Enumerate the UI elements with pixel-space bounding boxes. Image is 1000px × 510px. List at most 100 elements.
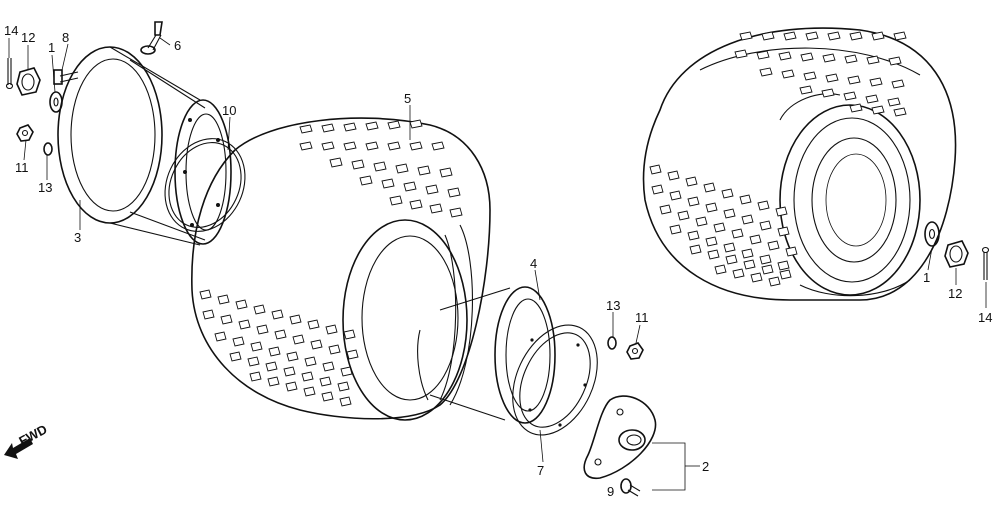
fwd-label: FWD <box>16 422 49 449</box>
tread-block <box>346 349 359 360</box>
valve-stem-6 <box>140 21 163 55</box>
tread-block <box>723 208 736 219</box>
tread-block <box>725 254 738 265</box>
tread-block <box>395 163 409 174</box>
tread-block <box>866 55 880 65</box>
tread-block <box>761 31 775 41</box>
tread-block <box>893 107 907 117</box>
castle-nut-left <box>16 67 41 96</box>
wheel-rim-outer <box>57 46 232 246</box>
tread-block <box>387 120 401 130</box>
tread-block <box>779 269 792 280</box>
tread-block <box>689 244 702 255</box>
tread-block <box>723 242 736 253</box>
tread-block <box>250 341 263 352</box>
tread-block <box>799 85 813 95</box>
cotter-pin-left <box>5 58 14 90</box>
tread-block <box>214 331 227 342</box>
tread-block <box>705 236 718 247</box>
washer-13-mid <box>607 336 617 350</box>
tread-block <box>343 329 356 340</box>
tread-block <box>667 170 680 181</box>
nut-11-left <box>16 124 34 142</box>
tread-block <box>319 376 332 387</box>
washer-13-left <box>43 142 53 156</box>
tread-block <box>805 31 819 41</box>
tread-block <box>844 54 858 64</box>
tread-block <box>741 214 754 225</box>
label-13-mid: 13 <box>606 298 620 313</box>
tread-block <box>403 181 417 192</box>
center-tire <box>191 117 491 421</box>
tread-block <box>732 268 745 279</box>
tread-block <box>767 240 780 251</box>
tread-block <box>849 31 863 41</box>
tread-block <box>409 199 423 210</box>
tread-block <box>750 272 763 283</box>
tread-block <box>253 304 266 315</box>
tread-block <box>220 314 233 325</box>
tread-block <box>687 196 700 207</box>
tread-block <box>425 184 439 195</box>
hub-flange-2 <box>583 395 657 480</box>
tread-block <box>303 386 316 397</box>
tread-block <box>267 376 280 387</box>
right-wheel-assembly <box>642 27 957 301</box>
tread-block <box>289 314 302 325</box>
tread-block <box>827 31 841 41</box>
tread-block <box>202 309 215 320</box>
tread-block <box>783 31 797 41</box>
tread-block <box>387 141 401 151</box>
tread-block <box>659 204 672 215</box>
tread-block <box>307 319 320 330</box>
tread-block <box>429 203 443 214</box>
label-11-left: 11 <box>15 160 29 175</box>
tread-block <box>373 161 387 172</box>
tread-block <box>247 356 260 367</box>
tread-block <box>217 294 230 305</box>
tread-block <box>238 319 251 330</box>
label-13-left: 13 <box>38 180 52 195</box>
tread-block <box>714 264 727 275</box>
tread-block <box>431 141 445 151</box>
tread-block <box>822 53 836 63</box>
tread-block <box>321 123 335 133</box>
bolt-9 <box>620 478 641 497</box>
castle-nut-right <box>944 240 969 268</box>
tread-block <box>325 324 338 335</box>
tread-block <box>649 164 662 175</box>
tread-block <box>321 391 334 402</box>
tread-block <box>843 91 857 101</box>
tread-block <box>721 188 734 199</box>
tread-block <box>741 248 754 259</box>
tread-block <box>304 356 317 367</box>
tread-block <box>800 52 814 62</box>
tread-block <box>351 159 365 170</box>
o-ring-10 <box>164 138 246 232</box>
wheel-rim-inner <box>417 286 556 424</box>
tread-block <box>705 202 718 213</box>
part-labels: 14 12 1 8 6 10 5 11 13 3 4 13 11 7 2 9 1… <box>4 23 992 499</box>
tread-block <box>256 324 269 335</box>
tread-block <box>756 50 770 60</box>
tread-block <box>359 175 373 186</box>
tread-block <box>299 124 313 134</box>
tread-block <box>757 200 770 211</box>
tread-block <box>739 194 752 205</box>
label-10: 10 <box>222 103 236 118</box>
tread-block <box>759 220 772 231</box>
tread-block <box>887 97 901 107</box>
tread-block <box>365 141 379 151</box>
tread-block <box>761 264 774 275</box>
tread-block <box>409 141 423 151</box>
tread-block <box>781 69 795 79</box>
label-11-mid: 11 <box>635 310 649 325</box>
tread-block <box>743 259 756 270</box>
tread-block <box>340 366 353 377</box>
tread-block <box>439 167 453 178</box>
tread-block <box>329 157 343 168</box>
tread-block <box>322 361 335 372</box>
tread-block <box>891 79 905 89</box>
leader-lines <box>8 37 987 491</box>
